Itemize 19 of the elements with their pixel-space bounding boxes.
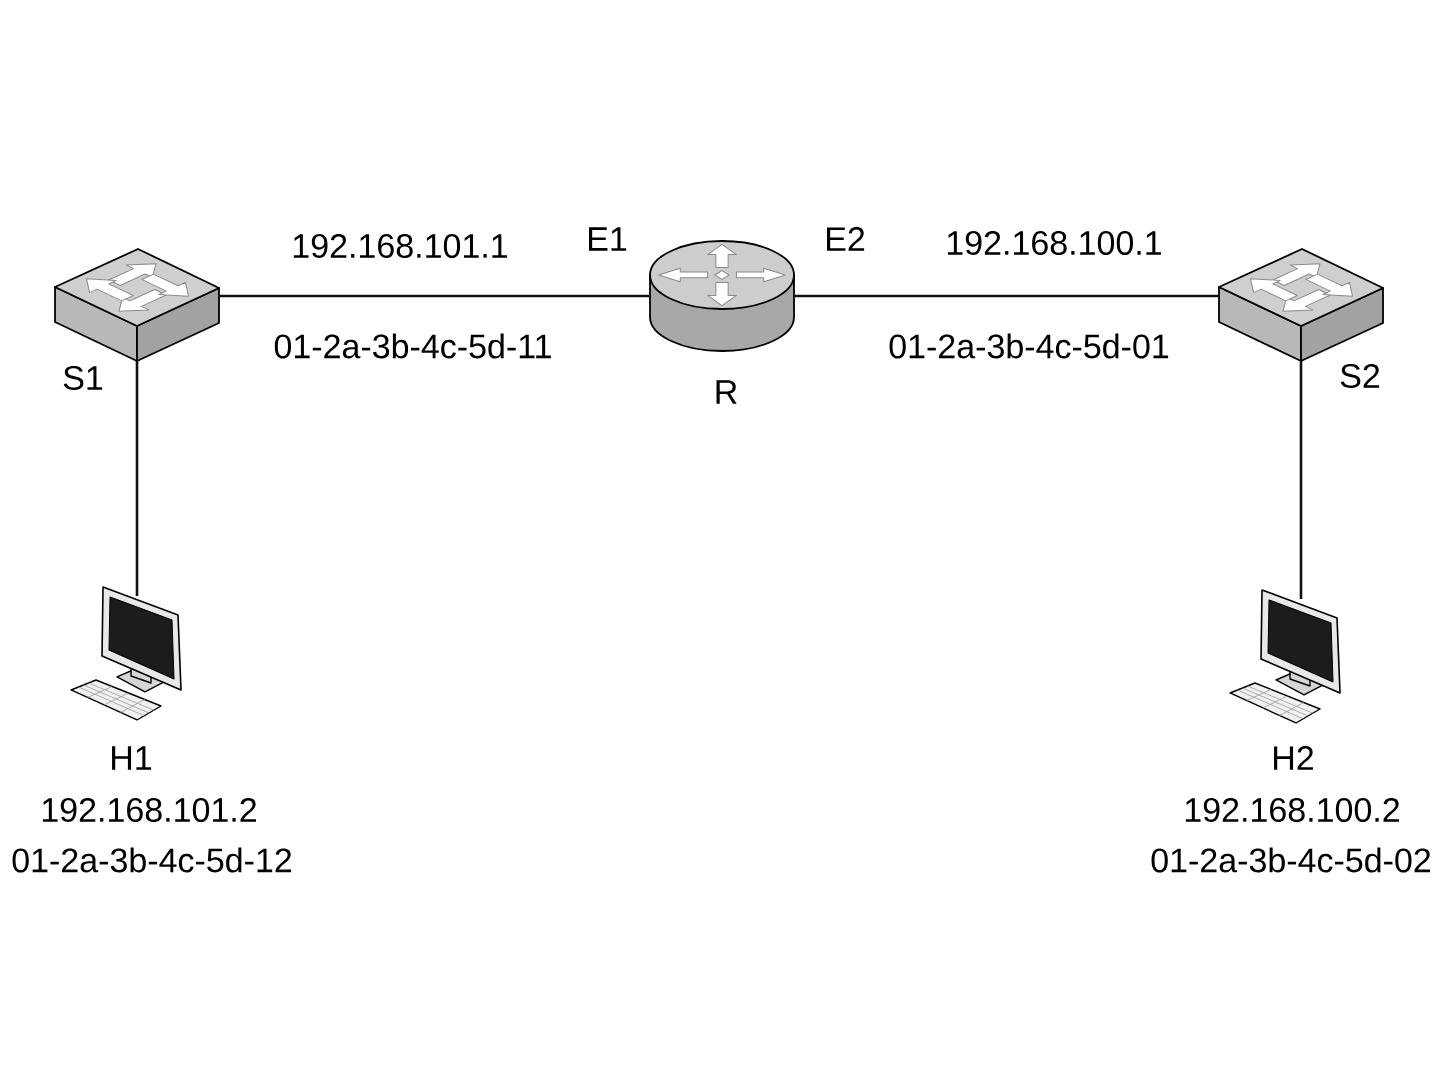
mac-address: 01-2a-3b-4c-5d-12 — [12, 847, 292, 873]
link-line — [219, 294, 650, 298]
interface-label: E1 — [589, 227, 627, 251]
device-label: S2 — [1340, 363, 1380, 388]
ip-address: 192.168.100.2 — [1185, 797, 1399, 822]
device-label: S1 — [63, 365, 103, 390]
device-label: R — [716, 380, 737, 404]
mac-address: 01-2a-3b-4c-5d-11 — [274, 333, 551, 359]
mac-address: 01-2a-3b-4c-5d-02 — [1151, 847, 1431, 873]
link-line — [135, 361, 139, 596]
mac-address: 01-2a-3b-4c-5d-01 — [889, 333, 1169, 359]
ip-address: 192.168.101.1 — [293, 233, 508, 258]
ip-address: 192.168.100.1 — [947, 230, 1162, 255]
link-line — [794, 294, 1219, 298]
interface-label: E2 — [827, 227, 865, 251]
ip-address: 192.168.101.2 — [42, 797, 256, 822]
device-label: H2 — [1274, 746, 1314, 770]
link-line — [1299, 361, 1303, 599]
device-label: H1 — [112, 746, 152, 770]
